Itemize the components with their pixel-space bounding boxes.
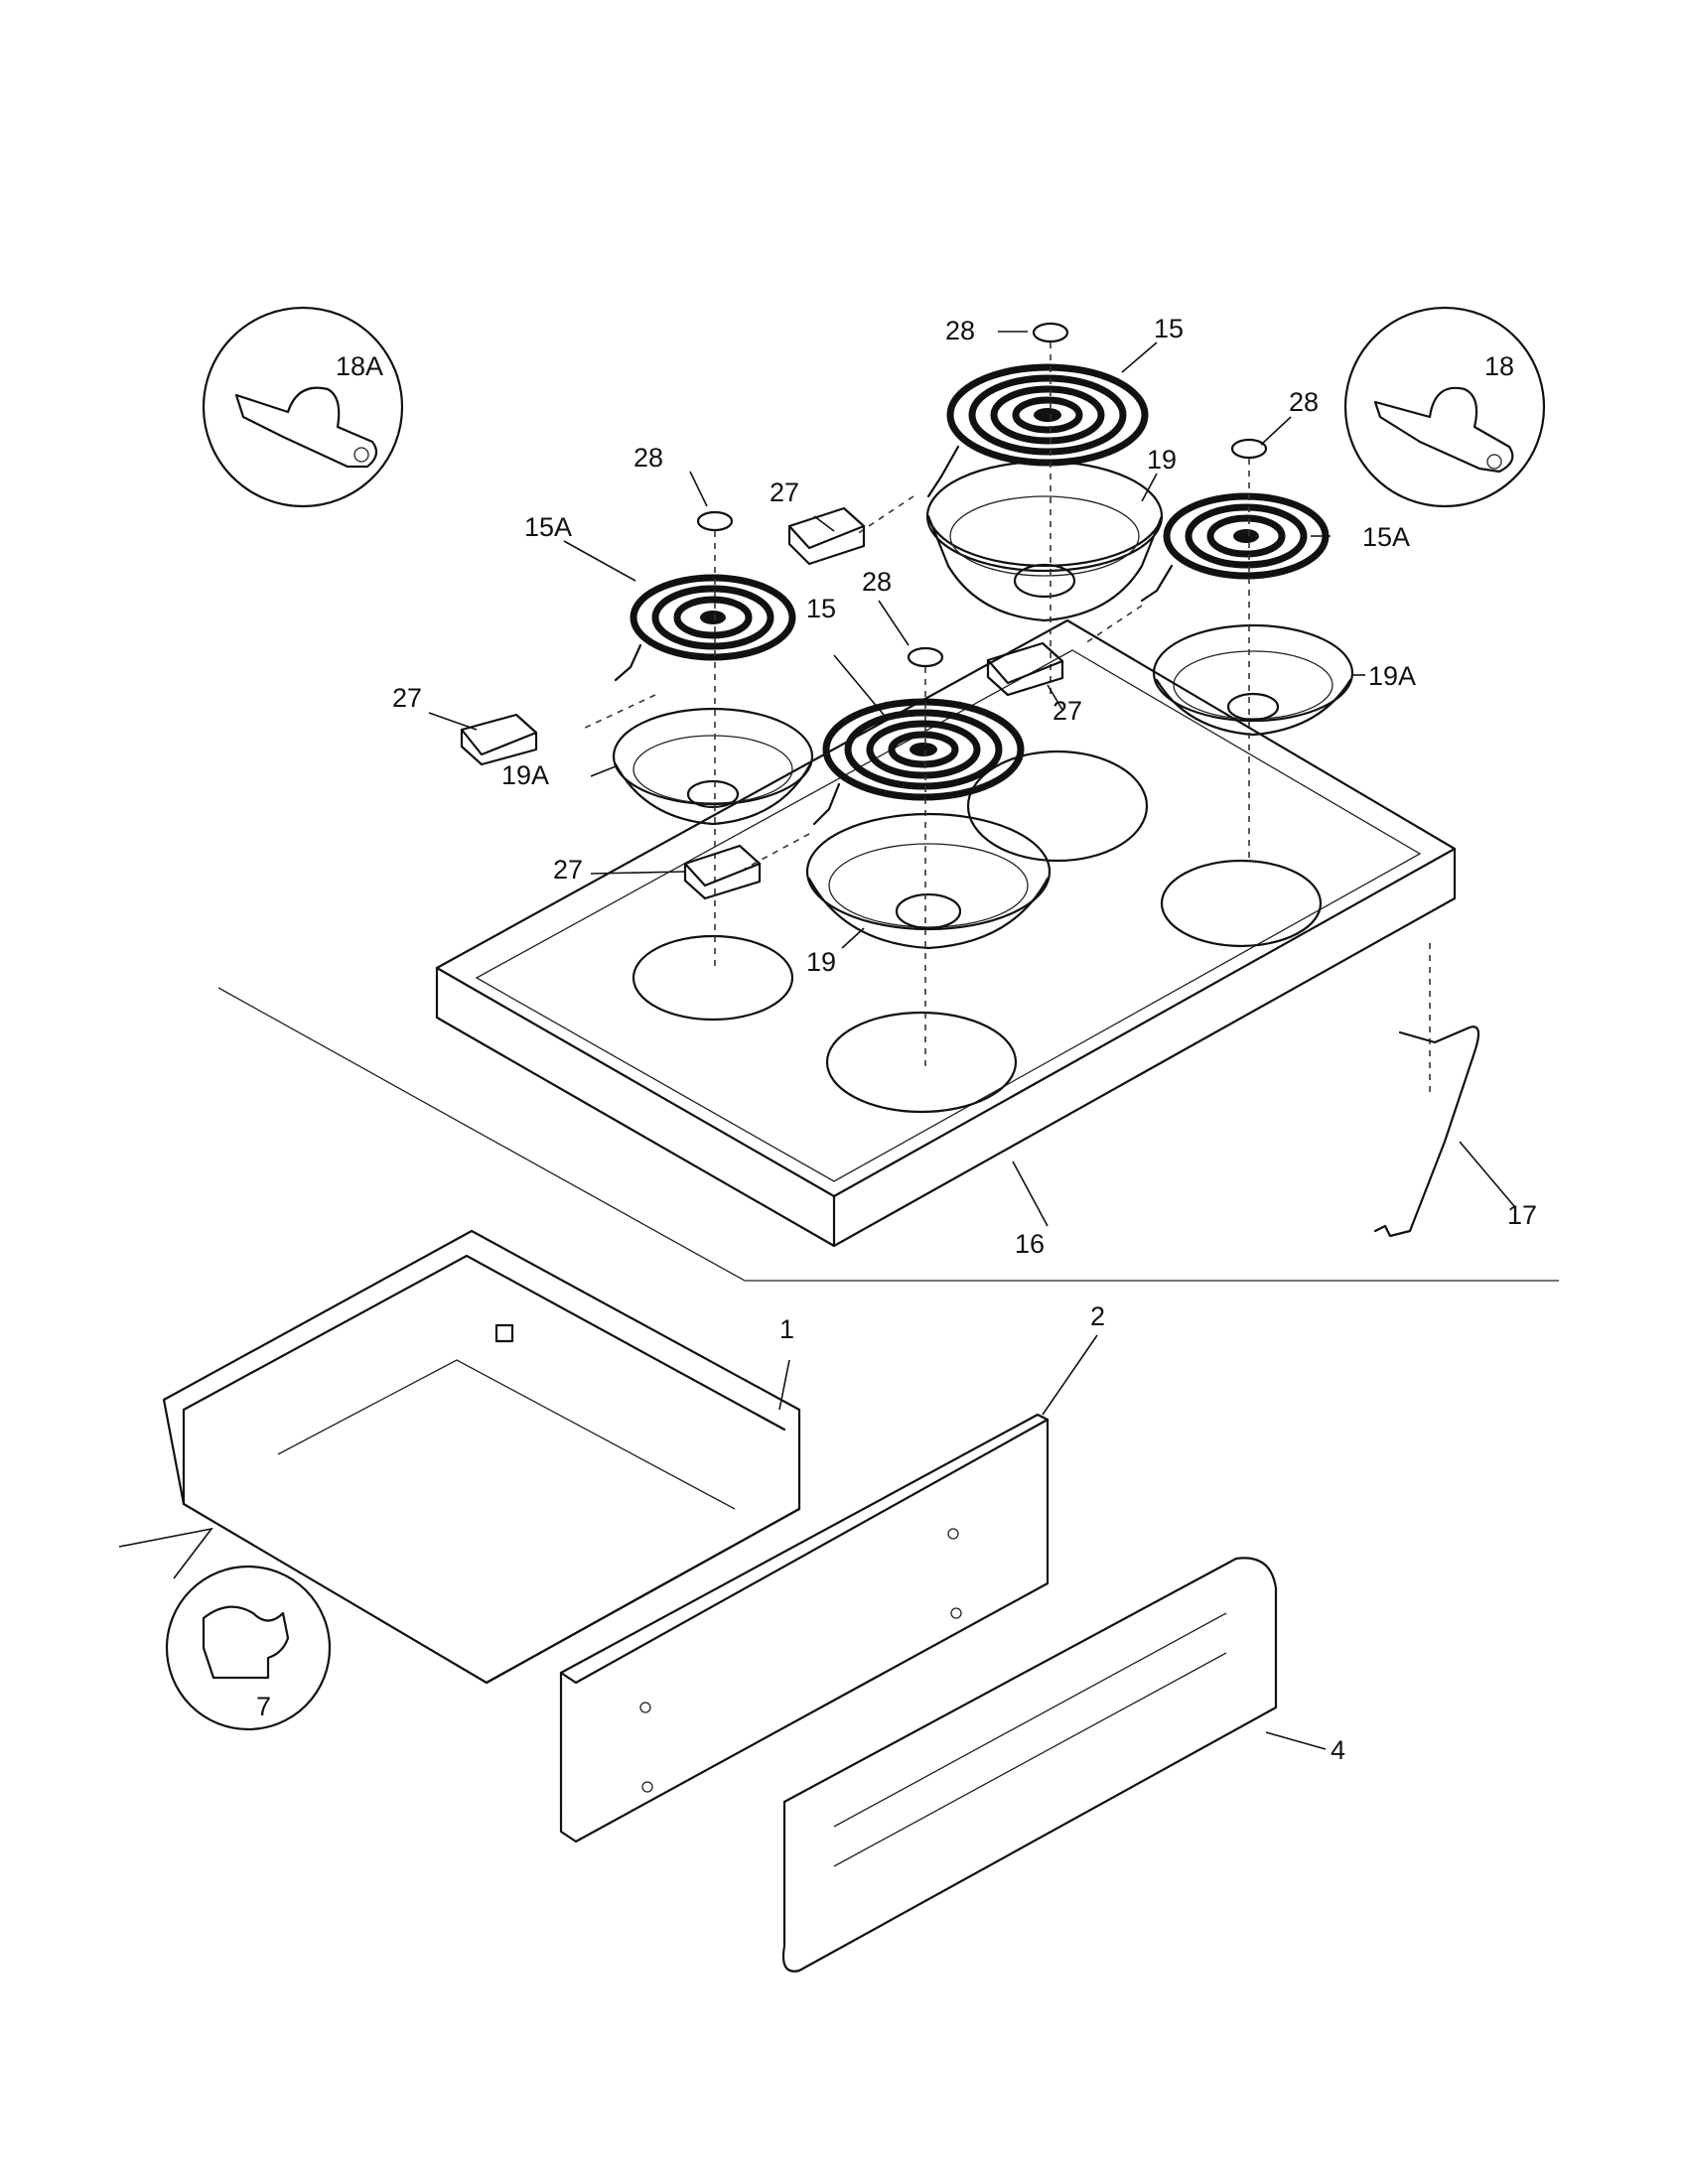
assembly-centerlines (580, 342, 1431, 1092)
label-15: 15 (806, 594, 836, 623)
label-27: 27 (770, 478, 799, 507)
receptacle-27 (460, 506, 1064, 900)
label-1: 1 (779, 1314, 794, 1344)
label-19: 19 (1147, 445, 1177, 475)
surface-element-15-rear (926, 363, 1149, 498)
inset-18A (202, 306, 404, 508)
drip-bowl-19-front (805, 812, 1052, 950)
label-28: 28 (862, 567, 892, 597)
label-28: 28 (945, 316, 975, 345)
label-19: 19 (806, 947, 836, 977)
wire-bracket-17 (1373, 1025, 1480, 1238)
label-27: 27 (1052, 696, 1082, 726)
label-2: 2 (1090, 1301, 1105, 1331)
label-15: 15 (1154, 314, 1184, 343)
label-18: 18 (1484, 351, 1514, 381)
label-17: 17 (1507, 1200, 1537, 1230)
drip-bowl-19-rear (925, 460, 1164, 622)
label-27: 27 (392, 683, 422, 713)
label-16: 16 (1015, 1229, 1045, 1259)
part-labels: 18A 18 28 15 28 28 27 19 15A 15A 28 15 1… (256, 314, 1537, 1765)
label-4: 4 (1331, 1735, 1345, 1765)
surface-element-15A-right (1140, 492, 1330, 603)
burner-cap-28 (696, 322, 1268, 668)
drawer-body-1 (162, 1229, 801, 1685)
drawer-panel-2 (559, 1413, 1050, 1843)
label-27: 27 (553, 855, 583, 885)
drip-bowl-19A-right (1152, 623, 1354, 737)
surface-element-15A-left (614, 574, 796, 682)
label-28: 28 (1289, 387, 1319, 417)
label-15A: 15A (524, 512, 572, 542)
label-19A: 19A (1368, 661, 1416, 691)
inset-7 (118, 1527, 332, 1731)
inset-18 (1343, 306, 1546, 508)
label-15A: 15A (1362, 522, 1410, 552)
cooktop-reference-line (217, 987, 1559, 1282)
label-19A: 19A (501, 760, 549, 790)
leader-lines (428, 331, 1515, 1750)
surface-element-15-front (812, 698, 1025, 826)
drip-bowl-19A-left (612, 707, 814, 826)
label-18A: 18A (336, 351, 383, 381)
label-7: 7 (256, 1692, 271, 1721)
drawer-front-4 (781, 1557, 1278, 1973)
label-28: 28 (633, 443, 663, 473)
